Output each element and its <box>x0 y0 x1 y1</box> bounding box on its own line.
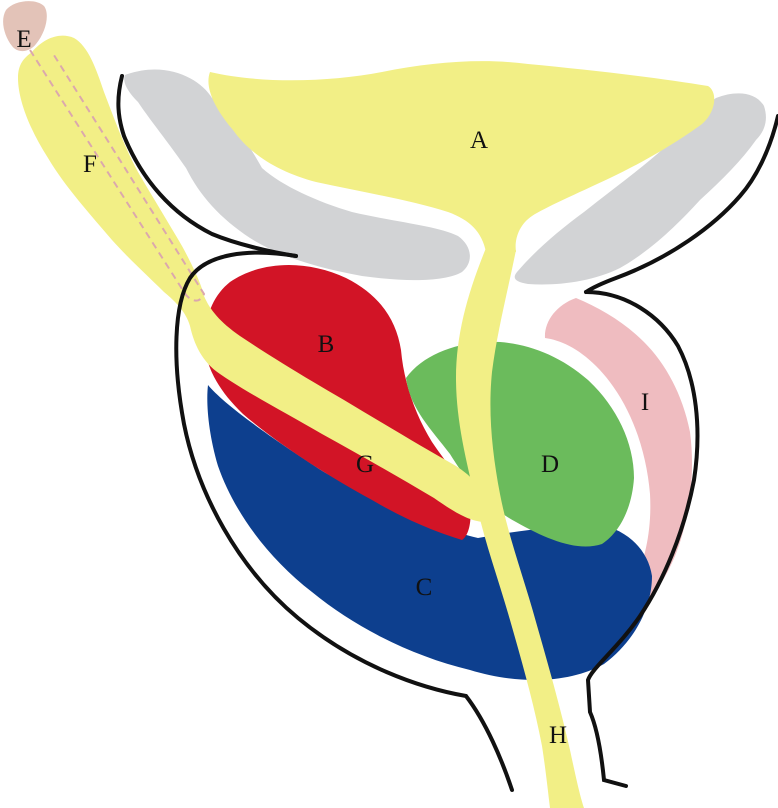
label-F: F <box>83 151 97 178</box>
label-D: D <box>541 451 559 478</box>
label-B: B <box>318 331 335 358</box>
label-C: C <box>416 574 433 601</box>
label-E: E <box>16 26 31 53</box>
label-A: A <box>470 127 488 154</box>
label-I: I <box>641 389 649 416</box>
label-G: G <box>356 451 374 478</box>
label-H: H <box>549 722 567 749</box>
